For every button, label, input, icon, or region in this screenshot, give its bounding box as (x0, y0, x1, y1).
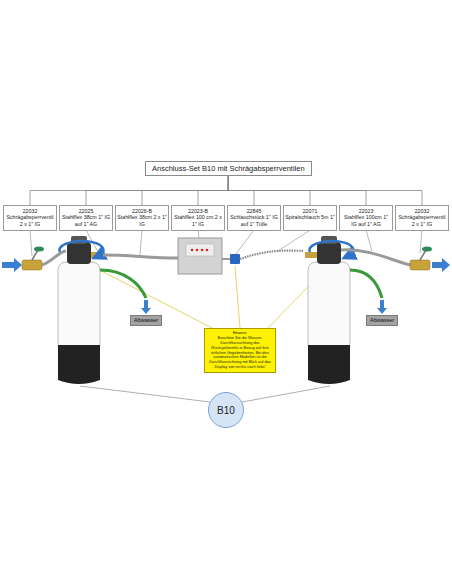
part-number: 22026-B (117, 208, 167, 214)
set-leader-lines (80, 386, 330, 402)
drain-hose (350, 270, 382, 298)
drain-arrow (141, 300, 151, 314)
part-number: 22023-B (173, 208, 223, 214)
part-number: 22023 (341, 208, 391, 214)
drain-box: Abwasser (366, 315, 398, 326)
part-number: 22845 (229, 208, 279, 214)
part-box: 22023Stahlflex 100cm 1" IG auf 1" AG (339, 205, 393, 231)
hose-piece (222, 258, 230, 260)
outflow-arrow (432, 258, 450, 272)
part-number: 22071 (285, 208, 335, 214)
part-description: Stahlflex 38cm 2 x 1" IG (117, 214, 167, 227)
bracket-connector (198, 176, 228, 205)
part-description: Stahlflex 38cm 1" IG auf 1" AG (61, 214, 111, 227)
part-box: 22071Spiralschlauch 5m 1" (283, 205, 337, 231)
bracket-connector (142, 176, 228, 205)
note-box: Hinweis:Beachten Sie die Wasser-Durchflu… (204, 328, 276, 373)
right-valve (410, 247, 432, 271)
right-tank (305, 236, 353, 384)
drain-text: Abwasser (134, 317, 158, 324)
bracket-connector (86, 176, 228, 205)
drain-text: Abwasser (370, 317, 394, 324)
part-description: Stahlflex 100 cm 2 x 1" IG (173, 214, 223, 227)
title-box: Anschluss-Set B10 mit Schrägabsperrventi… (145, 161, 312, 176)
part-description: Spiralschlauch 5m 1" (285, 214, 335, 220)
drain-arrow (377, 300, 387, 314)
part-description: Schlauchstück 1" IG auf 1" Tülle (229, 214, 279, 227)
part-number: 22025 (61, 208, 111, 214)
part-box: 22032Schrägabsperrventil 2 x 1" IG (395, 205, 449, 231)
left-valve (22, 247, 44, 271)
note-text: Beachten Sie die Wasser-Durchflussrichtu… (207, 336, 273, 370)
drain-box: Abwasser (130, 315, 162, 326)
set-label: B10 (217, 405, 235, 416)
part-box: 22023-BStahlflex 100 cm 2 x 1" IG (171, 205, 225, 231)
inflow-arrow (2, 258, 22, 272)
bracket-connector (228, 176, 422, 205)
part-description: Stahlflex 100cm 1" IG auf 1" AG (341, 214, 391, 227)
part-box: 22845Schlauchstück 1" IG auf 1" Tülle (227, 205, 281, 231)
set-circle: B10 (208, 392, 244, 428)
part-box: 22032Schrägabsperrventil 2 x 1" IG (3, 205, 57, 231)
steel-hose (341, 250, 410, 265)
part-number: 22032 (397, 208, 447, 214)
spiral-hose (240, 251, 304, 259)
part-description: Schrägabsperrventil 2 x 1" IG (5, 214, 55, 227)
hose-fitting (230, 254, 240, 264)
part-description: Schrägabsperrventil 2 x 1" IG (397, 214, 447, 227)
drain-hose (100, 270, 146, 298)
part-box: 22026-BStahlflex 38cm 2 x 1" IG (115, 205, 169, 231)
title-text: Anschluss-Set B10 mit Schrägabsperrventi… (152, 164, 305, 173)
steel-hose (103, 255, 178, 258)
part-number: 22032 (5, 208, 55, 214)
controller (178, 238, 222, 274)
bracket-connector (30, 176, 228, 205)
left-tank (58, 236, 103, 384)
part-box: 22025Stahlflex 38cm 1" IG auf 1" AG (59, 205, 113, 231)
